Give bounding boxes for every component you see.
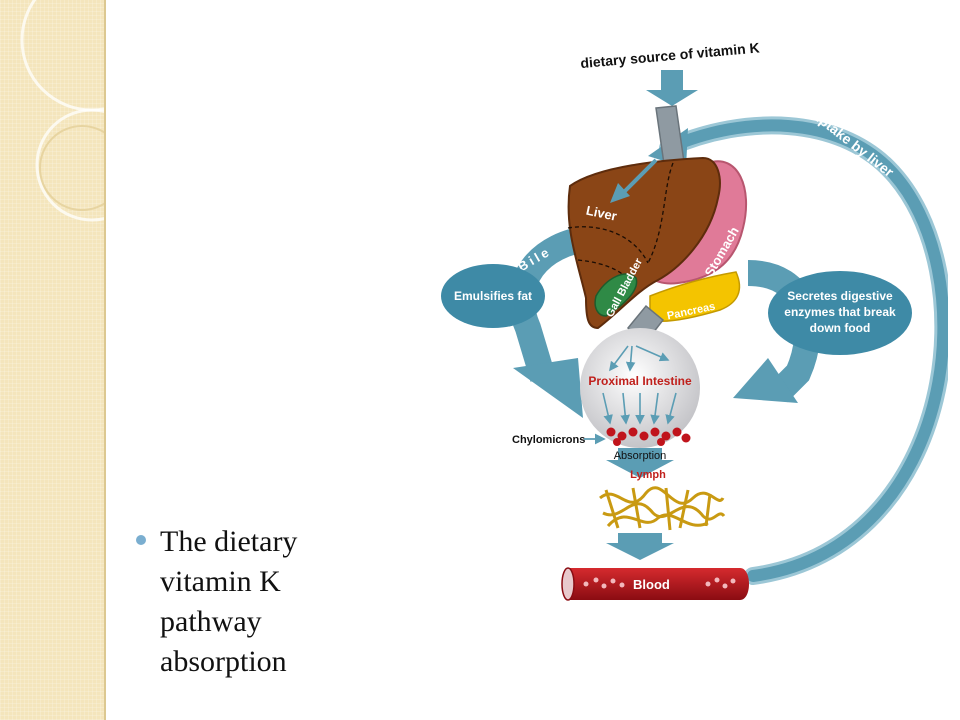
liver-label: Liver: [585, 203, 619, 224]
bile-arrowhead: [513, 358, 583, 418]
blood-cells: [583, 577, 736, 589]
sphere-bottom-arrow-2: [620, 392, 630, 425]
absorption-arrow: [606, 448, 674, 478]
pancreas: [649, 271, 741, 323]
absorption-label: Absorption: [614, 450, 667, 462]
sphere-bottom-arrow-1: [602, 392, 613, 425]
liver-lobe-dashes: [567, 162, 674, 289]
source-down-arrow: [646, 70, 698, 106]
bullet-text: The dietary vitamin K pathway absorption: [160, 525, 298, 678]
source-label: dietary source of vitamin K: [580, 39, 760, 71]
pancreas-secretion-arrowhead: [733, 358, 798, 403]
uptake-label: uptake by liver: [810, 107, 898, 180]
emulsifies-bubble: [441, 264, 545, 328]
sphere-top-arrow-3: [635, 345, 670, 362]
liver-inflow-arrowhead: [610, 183, 630, 203]
uptake-curve-arrow-core: [662, 119, 948, 582]
decorative-sidebar: [0, 0, 106, 720]
sphere-top-arrow-2: [625, 345, 636, 372]
bullet-dot-icon: [136, 535, 146, 545]
gallbladder: [594, 273, 638, 317]
lymph-to-blood-arrow: [606, 533, 674, 560]
sphere-bottom-arrow-5: [665, 392, 677, 425]
sphere-bottom-arrow-4: [650, 392, 660, 425]
sphere-top-arrow-1: [609, 345, 629, 372]
blood-vessel: [568, 568, 749, 600]
blood-vessel-opening: [561, 567, 575, 601]
secretes-line3: down food: [810, 321, 871, 335]
secretes-line1: Secretes digestive: [787, 289, 893, 303]
secretes-bubble: [768, 271, 912, 355]
chylomicron-dots: [606, 427, 691, 446]
proximal-intestine-sphere: [580, 328, 700, 448]
sidebar-circles-decoration: [20, 0, 104, 222]
intestine-label: Proximal Intestine: [588, 374, 692, 388]
lymph-label: Lymph: [630, 469, 666, 481]
lymph-vessel-tangle: [599, 486, 726, 531]
vitamin-k-pathway-diagram: dietary source of vitamin K uptake by li…: [441, 39, 948, 601]
liver-inflow-arrow: [621, 158, 658, 195]
chylomicrons-label: Chylomicrons: [512, 434, 585, 446]
emulsifies-label: Emulsifies fat: [454, 289, 532, 303]
blood-label: Blood: [633, 577, 670, 592]
secretes-line2: enzymes that break: [784, 305, 896, 319]
